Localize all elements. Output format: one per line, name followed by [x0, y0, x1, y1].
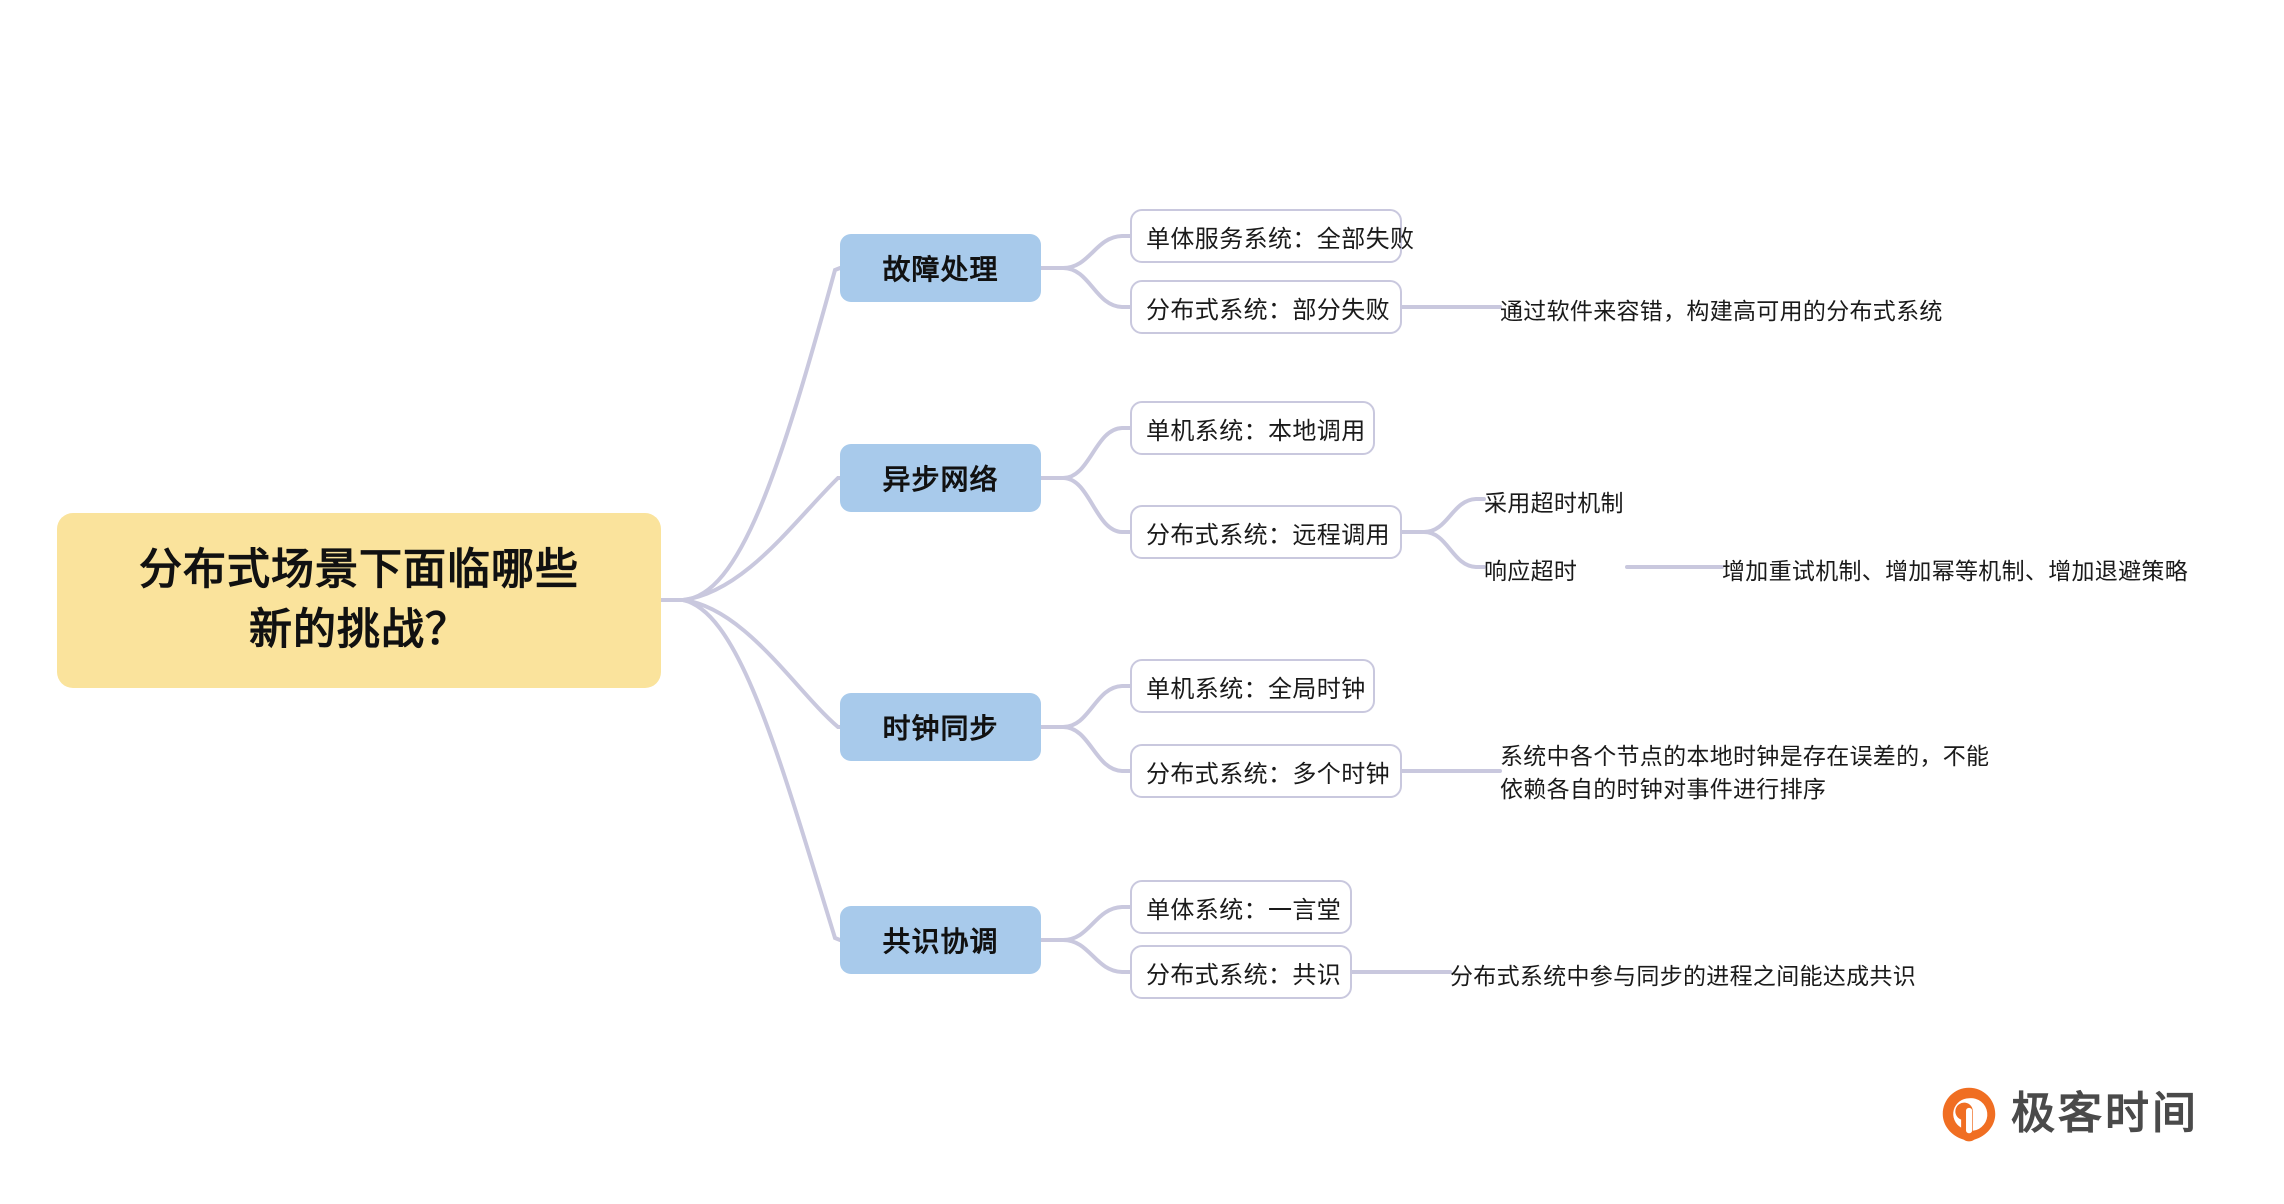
note-fault-tolerance-software: 通过软件来容错，构建高可用的分布式系统 — [1500, 298, 1943, 324]
branch-node-fault-handling[interactable]: 故障处理 — [840, 234, 1041, 302]
wire-branch-2-leaf-1 — [1061, 426, 1132, 480]
brand-logo: 极客时间 — [1941, 1086, 2199, 1142]
leaf-node-label: 分布式系统：部分失败 — [1146, 296, 1390, 324]
leaf-node-label: 分布式系统：远程调用 — [1146, 521, 1390, 549]
wire-branch-3-leaf-1 — [1061, 684, 1132, 729]
leaf-node-label: 单体系统：一言堂 — [1146, 896, 1342, 924]
wire-branch-1-leaf-1 — [1061, 234, 1132, 270]
branch-node-label: 时钟同步 — [882, 713, 999, 744]
note-clock-error-ordering: 系统中各个节点的本地时钟是存在误差的，不能 依赖各自的时钟对事件进行排序 — [1500, 743, 1990, 802]
wire-branch-2-leaf-2 — [1061, 476, 1132, 534]
leaf-node-single-machine-global-clock[interactable]: 单机系统：全局时钟 — [1130, 659, 1375, 713]
branch-node-label: 共识协调 — [882, 926, 999, 957]
wire-root-to-branch-1 — [681, 266, 842, 602]
leaf-node-label: 分布式系统：多个时钟 — [1146, 760, 1390, 788]
leaf-node-distributed-partial-fail[interactable]: 分布式系统：部分失败 — [1130, 280, 1402, 334]
wire-branch-2-note-2 — [1422, 530, 1486, 569]
wire-branch-1-leaf-2 — [1061, 266, 1132, 309]
wire-branch-4-leaf-2 — [1061, 938, 1132, 974]
leaf-node-distributed-remote-call[interactable]: 分布式系统：远程调用 — [1130, 505, 1402, 559]
wire-branch-2-note-1 — [1422, 497, 1486, 534]
note-processes-reach-consensus: 分布式系统中参与同步的进程之间能达成共识 — [1450, 963, 1916, 989]
leaf-node-distributed-multiple-clocks[interactable]: 分布式系统：多个时钟 — [1130, 744, 1402, 798]
wire-root-to-branch-4 — [681, 598, 842, 942]
leaf-node-label: 单体服务系统：全部失败 — [1146, 225, 1415, 253]
brand-name: 极客时间 — [2011, 1089, 2199, 1138]
leaf-node-distributed-consensus[interactable]: 分布式系统：共识 — [1130, 945, 1352, 999]
note-retry-idempotent-backoff: 增加重试机制、增加幂等机制、增加退避策略 — [1722, 558, 2188, 584]
wire-root-to-branch-2 — [681, 476, 845, 602]
geektime-logo-icon — [1942, 1087, 1996, 1142]
note-response-timeout: 响应超时 — [1484, 558, 1578, 584]
branch-node-label: 故障处理 — [882, 254, 999, 285]
leaf-node-label: 单机系统：全局时钟 — [1146, 675, 1366, 703]
leaf-node-label: 分布式系统：共识 — [1146, 961, 1342, 989]
branch-node-clock-sync[interactable]: 时钟同步 — [840, 693, 1041, 761]
branch-node-async-network[interactable]: 异步网络 — [840, 444, 1041, 512]
wire-root-to-branch-3 — [681, 598, 845, 729]
root-node-label: 分布式场景下面临哪些新的挑战？ — [139, 541, 579, 660]
root-label-line-1: 分布式场景下面临哪些 — [139, 546, 579, 595]
note-timeout-mechanism: 采用超时机制 — [1484, 490, 1624, 516]
wire-branch-4-leaf-1 — [1061, 905, 1132, 942]
branch-node-consensus-coordination[interactable]: 共识协调 — [840, 906, 1041, 974]
leaf-node-monolith-all-fail[interactable]: 单体服务系统：全部失败 — [1130, 209, 1414, 263]
leaf-node-monolith-single-voice[interactable]: 单体系统：一言堂 — [1130, 880, 1352, 934]
root-label-line-2: 新的挑战？ — [249, 605, 469, 654]
wire-branch-3-leaf-2 — [1061, 725, 1132, 773]
branch-node-label: 异步网络 — [882, 464, 999, 495]
root-node[interactable]: 分布式场景下面临哪些新的挑战？ — [57, 513, 661, 688]
leaf-node-single-machine-local-call[interactable]: 单机系统：本地调用 — [1130, 401, 1375, 455]
leaf-node-label: 单机系统：本地调用 — [1146, 417, 1366, 445]
